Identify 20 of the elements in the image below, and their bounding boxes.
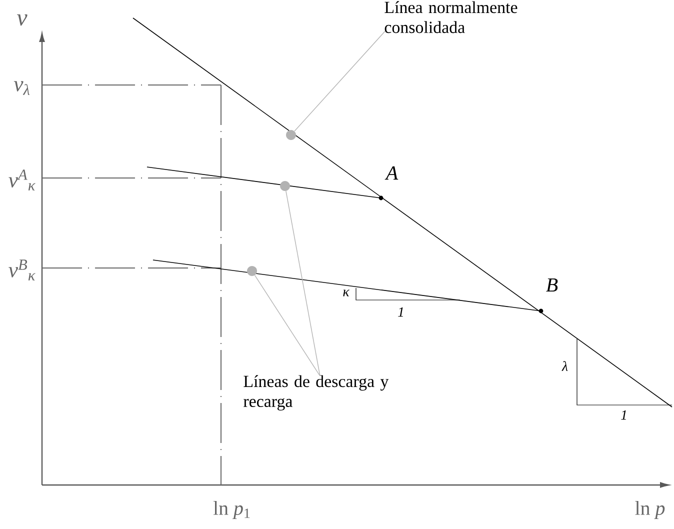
marker-dot <box>286 130 296 140</box>
axis-label: ln p$_{1}$ <box>213 500 250 520</box>
axis-label: B <box>546 278 558 292</box>
leader-line <box>294 30 386 132</box>
axis-label: v$^{B}$κ <box>8 260 36 280</box>
axis-label: ln p <box>635 500 665 520</box>
marker-dot <box>280 181 290 191</box>
axis-label: A <box>384 166 398 180</box>
axis-label: λ <box>562 361 568 371</box>
axis-label: 1 <box>621 410 626 420</box>
axis-label: κ <box>343 290 350 296</box>
axis-label: v$^{A}$κ <box>8 170 36 190</box>
callout-text: Líneas de descarga y recarga <box>244 375 389 411</box>
axis-label: v <box>17 14 28 26</box>
leader-line <box>286 190 320 376</box>
axis-label: v$_{λ}$ <box>14 81 30 95</box>
callout-text: Línea normalmente consolidada <box>384 1 518 34</box>
marker-dot <box>247 266 257 276</box>
axis-label: 1 <box>398 307 403 317</box>
leader-line <box>254 275 320 376</box>
